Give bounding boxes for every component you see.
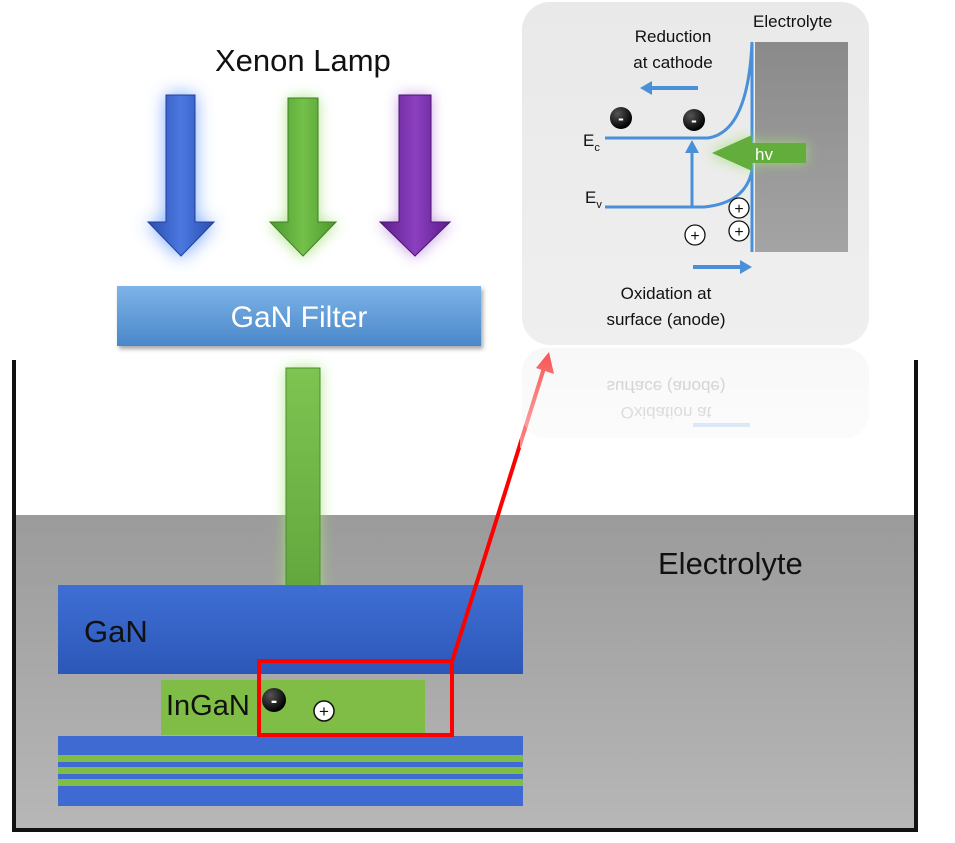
svg-text:+: +	[319, 702, 329, 721]
svg-text:+: +	[734, 224, 743, 241]
conduction-band	[605, 41, 754, 140]
inset-hole-1: +	[728, 197, 750, 219]
inset-electrolyte-label: Electrolyte	[753, 12, 832, 31]
svg-text:+: +	[734, 201, 743, 218]
gan-filter-label: GaN Filter	[231, 301, 368, 334]
green-light-arrow	[268, 97, 338, 258]
svg-text:+: +	[690, 228, 699, 245]
ingan-label: InGaN	[166, 690, 250, 722]
light-beams	[146, 94, 452, 258]
gan-filter: GaN Filter	[117, 286, 481, 346]
svg-text:-: -	[271, 691, 277, 712]
zoom-highlight-box	[257, 659, 454, 737]
purple-light-arrow	[378, 94, 452, 258]
oxidation-arrow	[693, 260, 752, 274]
svg-text:-: -	[691, 111, 697, 130]
photon-arrow: hv	[708, 135, 806, 171]
gan-label: GaN	[84, 614, 148, 649]
valence-band	[605, 169, 754, 209]
ec-label: Ec	[583, 131, 600, 154]
oxidation-label-line2: surface (anode)	[606, 310, 725, 329]
tank-walls	[12, 360, 918, 832]
lamp-title: Xenon Lamp	[215, 43, 391, 78]
svg-text:-: -	[618, 109, 624, 128]
reduction-arrow	[640, 81, 698, 95]
electron-marker: -	[262, 688, 286, 712]
inset-electron-2: -	[683, 109, 705, 131]
reduction-label-line1: Reduction	[635, 27, 712, 46]
blue-light-arrow	[146, 94, 216, 258]
inset-electron-1: -	[610, 107, 632, 129]
photon-label: hv	[755, 145, 773, 164]
superlattice-layers	[58, 736, 523, 806]
inset-hole-3: +	[684, 224, 706, 246]
ev-label: Ev	[585, 188, 602, 211]
inset-hole-2: +	[728, 220, 750, 242]
oxidation-label-line1: Oxidation at	[621, 284, 712, 303]
reflection-fade	[520, 348, 872, 448]
electrolyte-label: Electrolyte	[658, 546, 803, 581]
excitation-arrow	[685, 140, 699, 207]
hole-marker: +	[313, 700, 335, 722]
reduction-label-line2: at cathode	[633, 53, 712, 72]
band-diagram-inset: Electrolyte Reduction at cathode Ec Ev h…	[522, 2, 869, 345]
ingan-layer	[161, 680, 425, 735]
